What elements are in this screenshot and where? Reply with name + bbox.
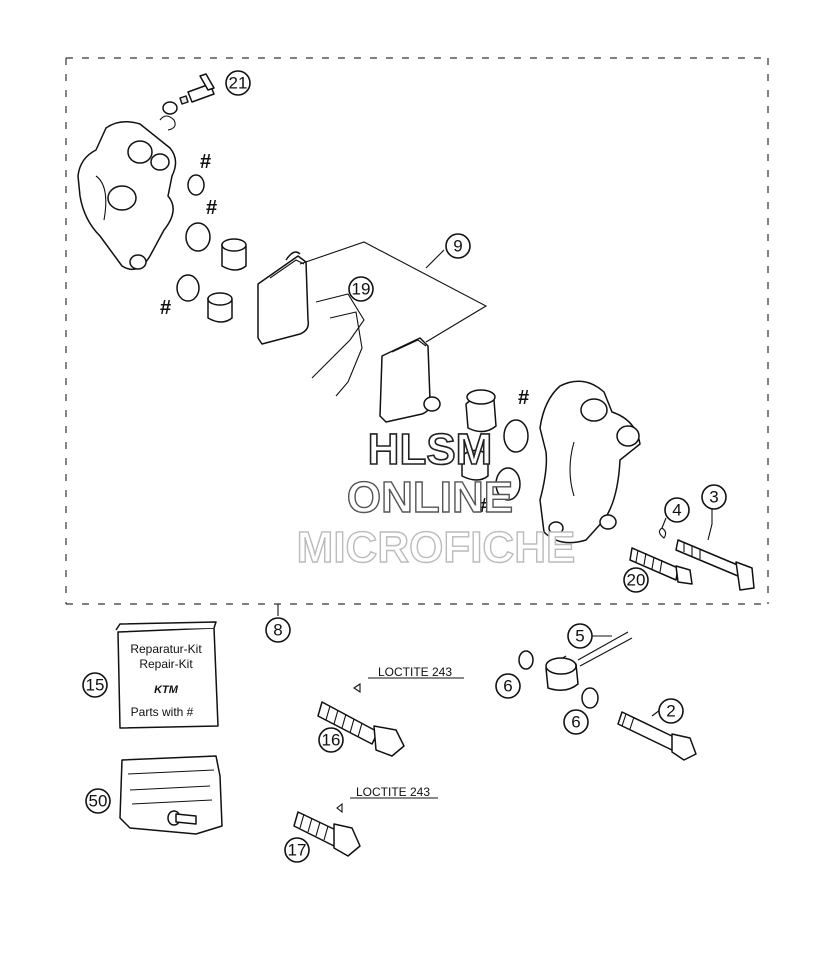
caliper-half-left (77, 121, 177, 271)
seal-ring-upper (187, 174, 205, 196)
callout-4: 4 (664, 497, 690, 523)
hash-marker: # (206, 197, 217, 219)
watermark: HLSM ONLINE MICROFICHE (296, 424, 576, 573)
callout-21: 21 (225, 70, 251, 96)
seal-ring-right (503, 419, 529, 453)
callout-15: 15 (82, 672, 108, 698)
watermark-line-2: ONLINE (347, 473, 513, 522)
loctite-label-lower: LOCTITE 243 (356, 785, 430, 799)
repair-kit-label-de: Reparatur-Kit (130, 642, 202, 656)
repair-kit-label-en: Repair-Kit (139, 657, 193, 671)
axle-bolt-5 (545, 631, 633, 691)
callout-number: 16 (322, 731, 341, 750)
piston-upper (221, 238, 247, 271)
hash-markers: # # # # # (160, 151, 529, 517)
callout-number: 8 (273, 621, 282, 640)
callout-19: 19 (348, 276, 374, 302)
callout-2: 2 (658, 698, 684, 724)
callout-number: 4 (672, 501, 681, 520)
loctite-leaders (350, 677, 464, 799)
hash-marker: # (480, 495, 491, 517)
piston-lower (207, 292, 233, 323)
repair-kit-box (115, 621, 219, 729)
piston-right-lower (461, 449, 489, 481)
hash-marker: # (200, 151, 211, 173)
callout-16: 16 (318, 727, 344, 753)
brake-guard (119, 755, 223, 835)
pad-spring (311, 293, 365, 397)
hash-marker: # (518, 387, 529, 409)
callout-9: 9 (445, 233, 471, 259)
pad-set-leader (299, 241, 488, 343)
hash-marker: # (160, 297, 171, 319)
callout-6-lower: 6 (563, 709, 589, 735)
callout-number: 17 (288, 841, 307, 860)
bolt-2 (617, 711, 697, 761)
ktm-logo: KTM (154, 684, 179, 696)
watermark-line-1: HLSM (368, 425, 493, 474)
callout-number: 19 (352, 280, 371, 299)
seal-ring-lower (176, 274, 200, 302)
bolt-17 (293, 802, 361, 857)
bolt-16 (317, 682, 405, 757)
callout-number: 3 (709, 488, 718, 507)
callout-number: 6 (503, 677, 512, 696)
seal-ring-mid (185, 222, 211, 252)
brake-pad-left (257, 251, 310, 345)
guide-pin (675, 539, 755, 591)
callout-number: 6 (571, 713, 580, 732)
callout-number: 20 (627, 571, 646, 590)
assembly-boundary (65, 57, 769, 616)
seal-ring-right-lower (495, 467, 521, 501)
bleed-screw (159, 73, 215, 131)
caliper-half-right (539, 380, 641, 544)
brake-pad-right (379, 337, 441, 423)
callout-6-upper: 6 (495, 673, 521, 699)
callout-number: 50 (89, 792, 108, 811)
loctite-label-upper: LOCTITE 243 (378, 665, 452, 679)
callout-17: 17 (284, 837, 310, 863)
callout-number: 15 (86, 676, 105, 695)
callout-8: 8 (265, 617, 291, 643)
piston-right (465, 389, 497, 433)
callout-5: 5 (567, 623, 593, 649)
repair-kit-parts-with: Parts with # (131, 705, 194, 719)
washer-6-lower (581, 687, 599, 709)
retaining-clip (658, 527, 667, 539)
callout-number: 9 (453, 237, 462, 256)
watermark-line-3: MICROFICHE (297, 523, 576, 572)
callout-3: 3 (701, 484, 727, 510)
washer-6-upper (518, 650, 534, 670)
callout-number: 21 (229, 74, 248, 93)
caliper-screw-20 (629, 547, 693, 585)
callout-20: 20 (623, 567, 649, 593)
callout-50: 50 (85, 788, 111, 814)
callout-number: 5 (575, 627, 584, 646)
callout-number: 2 (666, 702, 675, 721)
